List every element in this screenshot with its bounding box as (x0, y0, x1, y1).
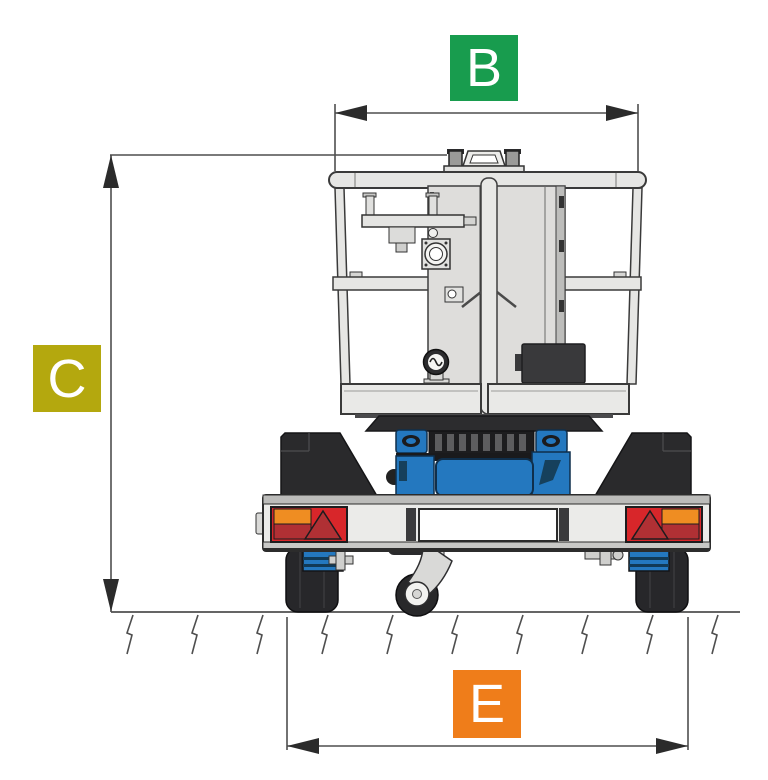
turntable (364, 415, 604, 432)
chassis-body (386, 429, 571, 497)
wheel-right (628, 547, 689, 613)
fender-right (593, 432, 692, 497)
dimension-b-label: B (450, 35, 518, 101)
dimension-b-arrow (334, 104, 639, 171)
jockey-wheel (395, 543, 453, 617)
dimension-c-label: C (33, 345, 101, 412)
fender-left (280, 432, 379, 497)
ground-break-marks (126, 614, 719, 655)
tail-light-left (270, 506, 348, 543)
tail-light-right (625, 506, 703, 543)
license-plate (406, 508, 569, 542)
dimension-e-arrow (286, 617, 689, 754)
dimension-c-arrow (103, 154, 447, 612)
dimension-e-label: E (453, 670, 521, 738)
